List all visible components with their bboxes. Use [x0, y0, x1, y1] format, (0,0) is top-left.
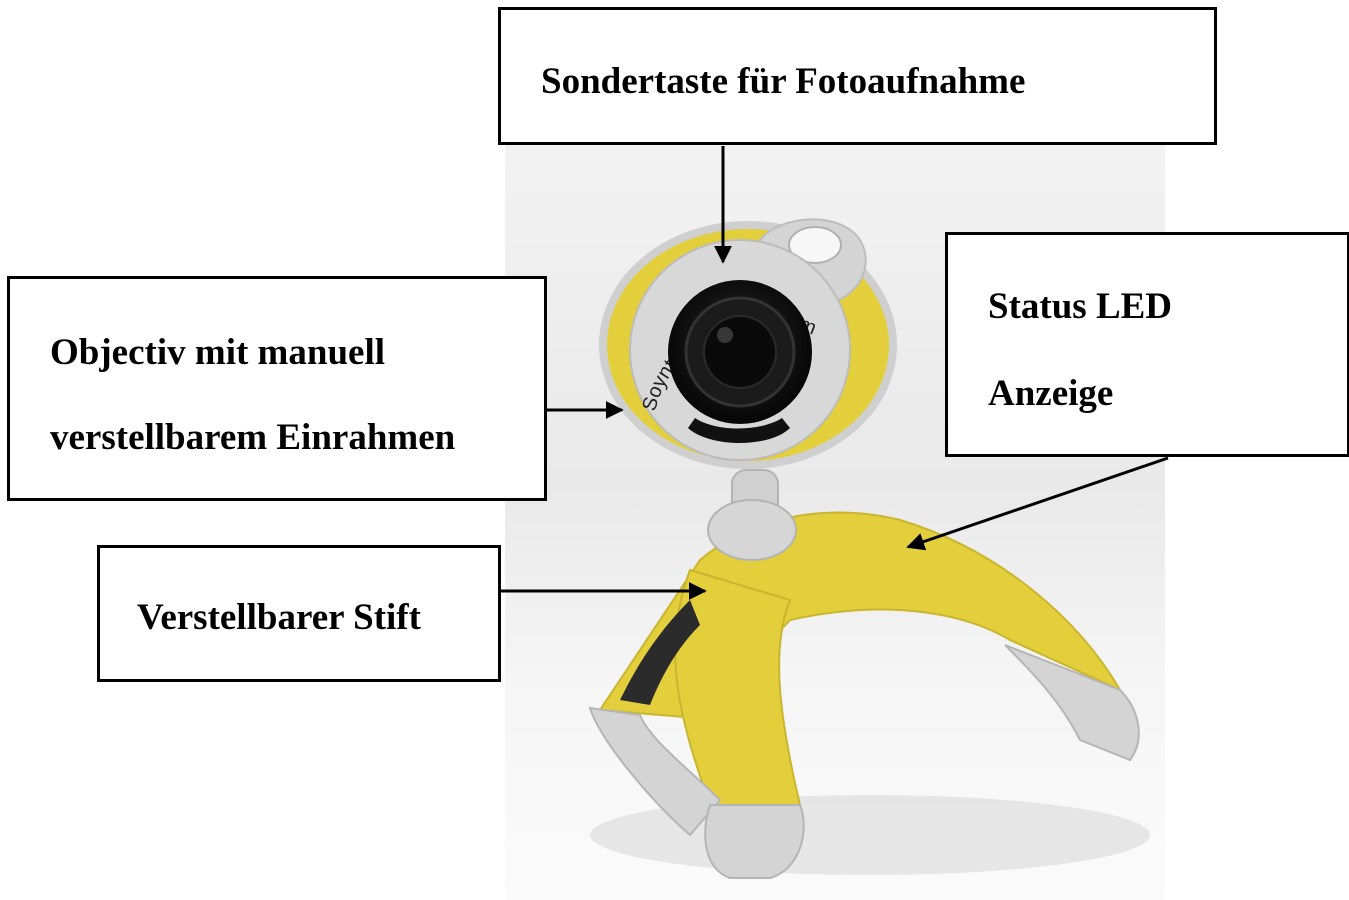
arrow-led	[906, 456, 1169, 551]
foot-front	[704, 804, 805, 879]
callout-photo-button: Sondertaste für Fotoaufnahme	[498, 7, 1217, 145]
callout-lens: Objectiv mit manuell verstellbarem Einra…	[7, 276, 547, 501]
stand-front-leg	[674, 568, 802, 806]
callout-pin-label: Verstellbarer Stift	[137, 597, 421, 638]
callout-led-line2: Anzeige	[988, 373, 1114, 414]
foot-right	[1004, 644, 1140, 762]
callout-status-led: Status LED Anzeige	[945, 232, 1349, 457]
callout-photo-button-label: Sondertaste für Fotoaufnahme	[541, 61, 1026, 102]
stand-inner-shadow	[620, 600, 700, 705]
ball-joint	[707, 499, 797, 561]
lens-glint	[717, 327, 733, 343]
led-bar	[688, 418, 790, 443]
foot-left	[588, 706, 722, 837]
callout-lens-line1: Objectiv mit manuell	[50, 332, 386, 373]
lens-inner	[703, 315, 777, 389]
tab-hole	[788, 226, 842, 264]
callout-led-line1: Status LED	[988, 286, 1173, 327]
callout-lens-line2: verstellbarem Einrahmen	[50, 417, 456, 458]
callout-adjustable-pin: Verstellbarer Stift	[97, 545, 501, 682]
